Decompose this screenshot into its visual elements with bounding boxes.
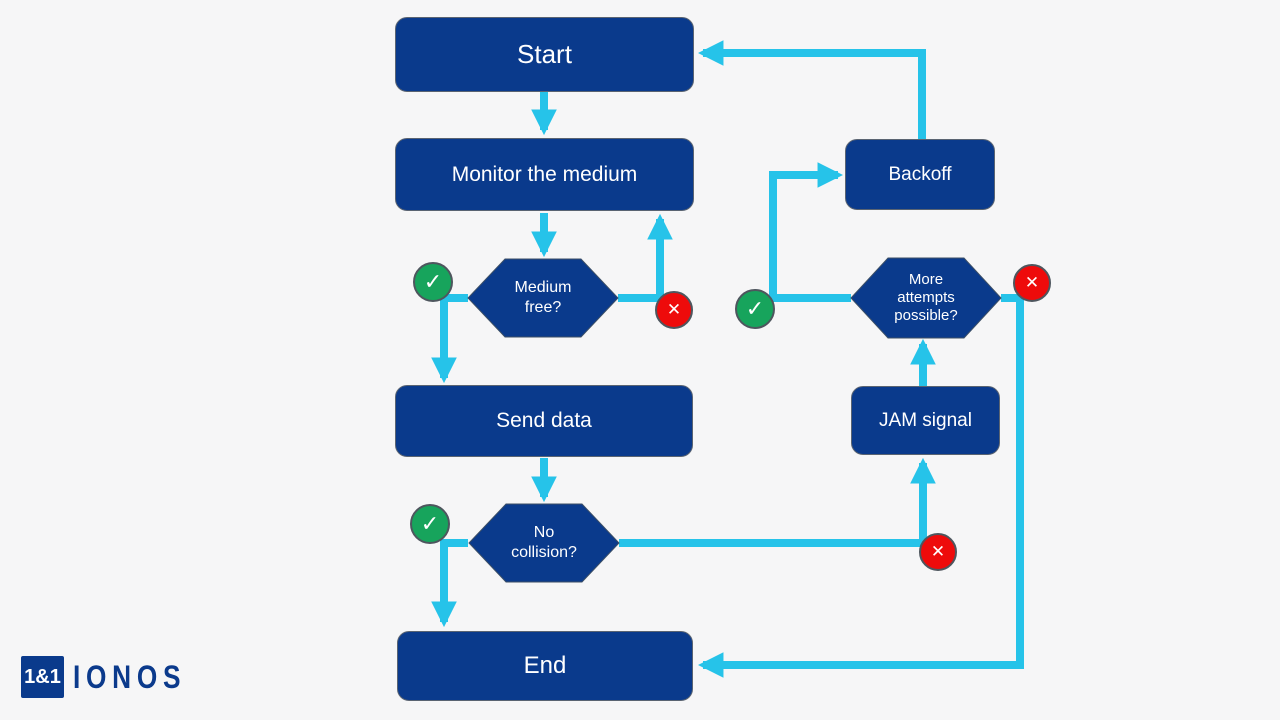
node-start: Start: [395, 17, 694, 92]
check-glyph: ✓: [423, 269, 443, 294]
check-glyph: ✓: [745, 296, 765, 321]
connector-medium-free-yes-to-send-data: [431, 294, 468, 384]
one-and-one-logo-icon: 1&1: [21, 656, 64, 698]
decision-no-collision-line1: No: [533, 524, 555, 542]
ionos-wordmark: IONOS: [73, 658, 187, 695]
node-jam-signal: JAM signal: [851, 386, 1000, 455]
decision-medium-free-shape: [467, 258, 619, 338]
ionos-logo: 1&1 IONOS: [21, 656, 211, 698]
node-end: End: [397, 631, 693, 701]
node-jam-signal-label: JAM signal: [879, 409, 972, 431]
cross-icon: ✕: [1013, 264, 1051, 302]
cross-icon: ✕: [919, 533, 957, 571]
decision-medium-free-label: Medium free?: [468, 259, 618, 337]
node-monitor-medium-label: Monitor the medium: [451, 162, 638, 186]
decision-more-attempts-line1: More: [908, 270, 944, 288]
decision-no-collision-label: No collision?: [469, 504, 619, 582]
decision-medium-free-line2: free?: [524, 299, 562, 316]
node-send-data: Send data: [395, 385, 693, 457]
connector-no-collision-yes-to-end: [431, 539, 468, 628]
one-and-one-logo-text: 1&1: [24, 665, 61, 688]
node-monitor-medium: Monitor the medium: [395, 138, 694, 211]
decision-more-attempts-shape: [850, 257, 1002, 339]
decision-more-attempts-line3: possible?: [894, 307, 958, 325]
node-end-label: End: [523, 652, 567, 679]
decision-no-collision-shape: [468, 503, 620, 583]
decision-more-attempts-line2: attempts: [897, 288, 955, 306]
decision-no-collision-line2: collision?: [511, 544, 577, 561]
check-glyph: ✓: [420, 511, 440, 536]
node-backoff: Backoff: [845, 139, 995, 210]
decision-more-attempts-label: More attempts possible?: [851, 258, 1001, 338]
connector-more-attempts-yes-to-backoff: [769, 162, 851, 302]
check-icon: ✓: [410, 504, 450, 544]
decision-medium-free-line1: Medium: [514, 279, 572, 297]
node-start-label: Start: [517, 39, 572, 69]
check-icon: ✓: [735, 289, 775, 329]
connector-more-attempts-no-to-end: [697, 294, 1024, 678]
cross-glyph: ✕: [666, 300, 682, 319]
connector-medium-free-no-to-monitor: [618, 213, 673, 302]
cross-glyph: ✕: [930, 542, 946, 561]
connector-backoff-to-start: [697, 40, 926, 139]
node-backoff-label: Backoff: [888, 163, 952, 185]
node-send-data-label: Send data: [496, 409, 592, 432]
connector-no-collision-no-to-jam: [619, 457, 936, 547]
cross-icon: ✕: [655, 291, 693, 329]
cross-glyph: ✕: [1024, 273, 1040, 292]
check-icon: ✓: [413, 262, 453, 302]
